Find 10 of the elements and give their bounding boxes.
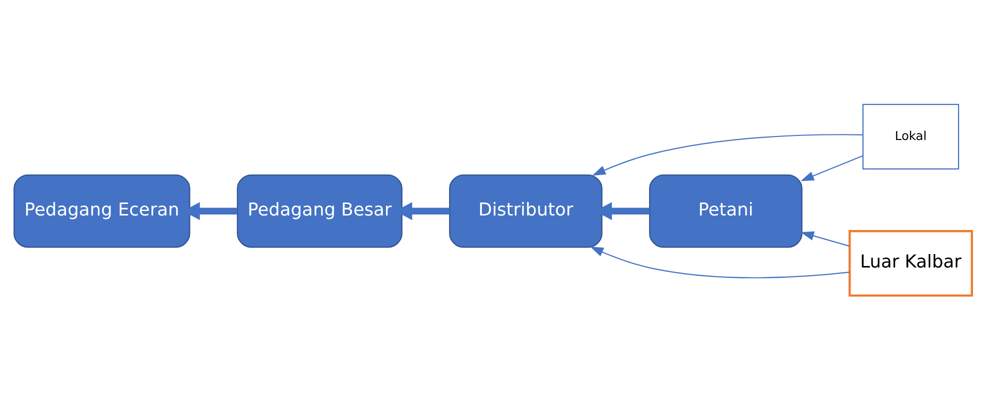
arrow — [592, 134, 862, 176]
node-box: Petani — [648, 174, 802, 248]
node-box: Pedagang Eceran — [13, 174, 190, 248]
arrow — [800, 155, 862, 182]
arrow — [800, 231, 849, 247]
node-box: Luar Kalbar — [848, 230, 972, 297]
arrow — [590, 246, 850, 278]
node-box: Lokal — [862, 104, 959, 170]
node-box: Distributor — [448, 174, 602, 248]
node-box: Pedagang Besar — [236, 174, 402, 248]
